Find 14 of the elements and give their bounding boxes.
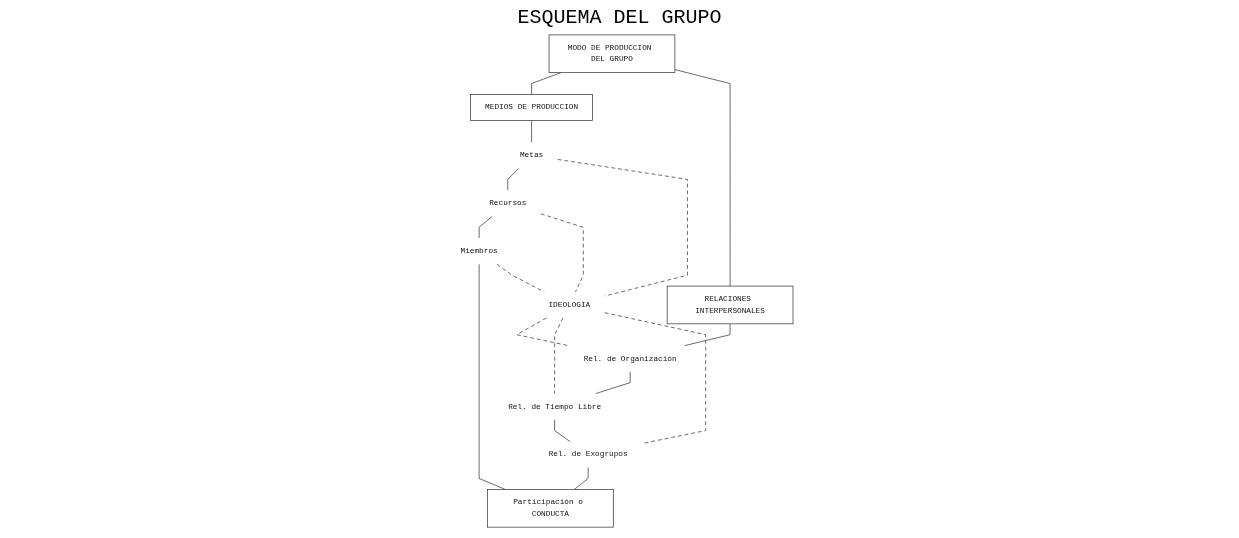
connector [478, 216, 493, 239]
connector [554, 419, 571, 442]
diagram-title: ESQUEMA DEL GRUPO [516, 6, 723, 29]
connector [557, 159, 688, 297]
connector [573, 467, 589, 490]
connector [531, 120, 532, 143]
connector [531, 72, 562, 95]
connector [674, 69, 731, 287]
connector [604, 312, 707, 444]
connector [684, 323, 731, 346]
connector [507, 168, 519, 191]
connector [595, 371, 631, 394]
connector [478, 263, 506, 490]
connector [554, 317, 564, 394]
